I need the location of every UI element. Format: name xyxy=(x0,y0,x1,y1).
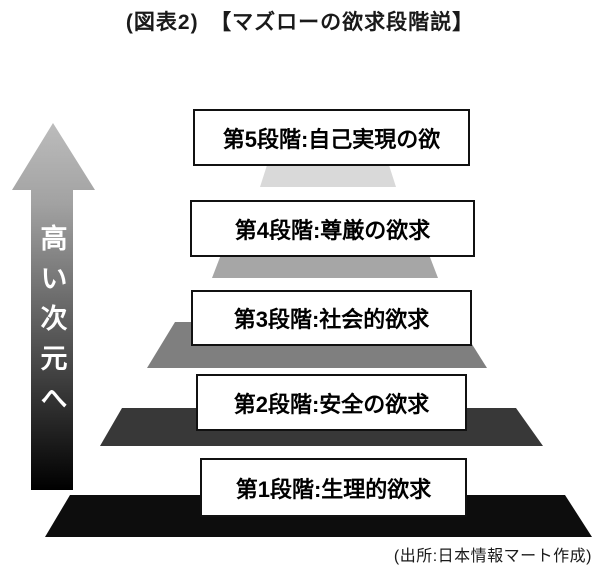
level-4-label-box: 第4段階:尊厳の欲求 xyxy=(190,200,475,257)
level-5-label: 第5段階:自己実現の欲 xyxy=(222,126,441,152)
pyramid-level-5-shape xyxy=(260,162,396,187)
pyramid-level-4-shape xyxy=(212,252,438,278)
arrow-label: 高い次元へ xyxy=(36,224,67,424)
level-2-label-box: 第2段階:安全の欲求 xyxy=(196,374,467,431)
level-5-label-box: 第5段階:自己実現の欲 xyxy=(193,109,470,166)
figure-title: (図表2) 【マズローの欲求段階説】 xyxy=(125,11,475,34)
level-3-label: 第3段階:社会的欲求 xyxy=(233,307,430,332)
level-1-label: 第1段階:生理的欲求 xyxy=(235,476,432,502)
level-3-label-box: 第3段階:社会的欲求 xyxy=(191,290,472,346)
level-2-label: 第2段階:安全の欲求 xyxy=(233,391,430,417)
level-1-label-box: 第1段階:生理的欲求 xyxy=(200,458,467,517)
up-arrow-icon xyxy=(12,123,95,490)
level-4-label: 第4段階:尊厳の欲求 xyxy=(234,217,431,243)
source-caption: (出所:日本情報マート作成) xyxy=(393,548,592,565)
